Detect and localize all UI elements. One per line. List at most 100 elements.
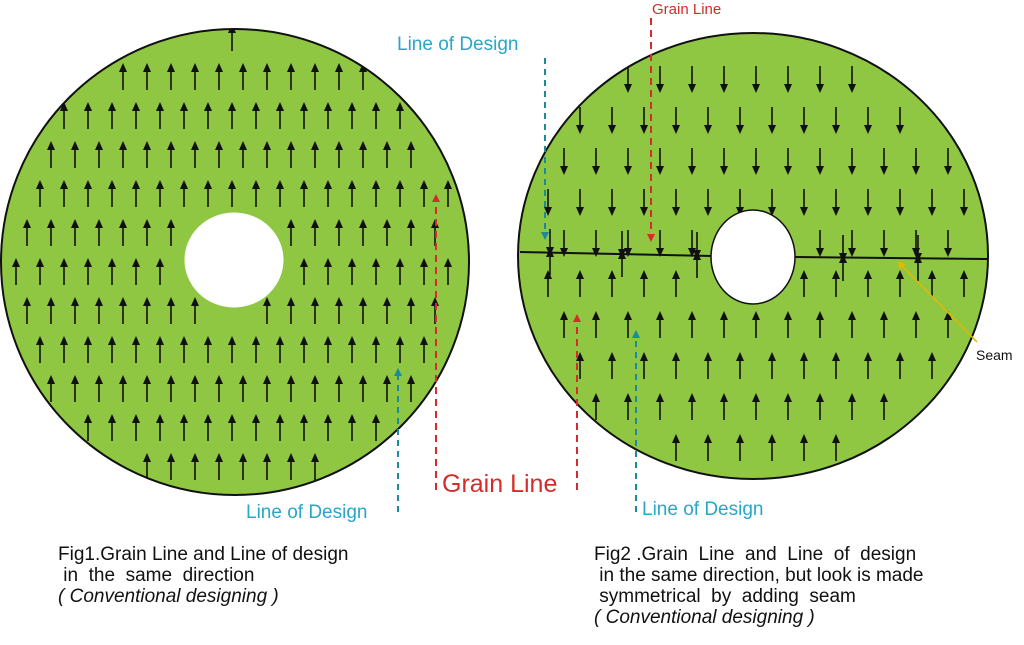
arrow-up-icon: [784, 393, 792, 420]
arrow-up-icon: [132, 258, 140, 285]
arrow-down-icon: [896, 107, 904, 134]
arrow-up-icon: [832, 270, 840, 297]
arrow-up-icon: [383, 141, 391, 168]
arrow-up-icon: [335, 63, 343, 90]
fig1-grain-line-label: Grain Line: [442, 470, 557, 498]
arrow-up-icon: [71, 375, 79, 402]
arrow-up-icon: [287, 453, 295, 480]
arrow-up-icon: [688, 311, 696, 338]
arrow-up-icon: [311, 219, 319, 246]
arrow-up-icon: [119, 219, 127, 246]
arrow-up-icon: [215, 63, 223, 90]
arrow-down-icon: [880, 230, 888, 257]
arrow-up-icon: [560, 311, 568, 338]
arrow-up-icon: [263, 453, 271, 480]
arrow-up-icon: [624, 393, 632, 420]
arrow-up-icon: [60, 336, 68, 363]
arrow-up-icon: [752, 393, 760, 420]
arrow-up-icon: [84, 180, 92, 207]
arrow-up-icon: [896, 352, 904, 379]
arrow-up-icon: [132, 180, 140, 207]
fig2-caption: Fig2 .Grain Line and Line of design in t…: [594, 544, 924, 628]
arrow-up-icon: [287, 63, 295, 90]
arrow-up-icon: [880, 311, 888, 338]
arrow-down-icon: [672, 107, 680, 134]
fig1-caption-line1: Fig1.Grain Line and Line of design: [58, 544, 349, 565]
arrow-up-icon: [928, 352, 936, 379]
arrow-up-icon: [156, 414, 164, 441]
arrow-up-icon: [228, 336, 236, 363]
arrow-up-icon: [359, 141, 367, 168]
arrow-down-icon: [592, 148, 600, 175]
arrow-up-icon: [928, 270, 936, 297]
fig1-caption-line3: ( Conventional designing ): [58, 586, 279, 607]
arrow-down-icon: [640, 107, 648, 134]
fig2-seam-pointer: [897, 261, 978, 343]
arrow-up-icon: [396, 102, 404, 129]
arrow-up-icon: [204, 180, 212, 207]
arrow-up-icon: [359, 63, 367, 90]
arrow-up-icon: [180, 414, 188, 441]
arrow-up-icon: [108, 102, 116, 129]
fig2-seam-line-right: [794, 256, 988, 260]
arrow-down-icon: [784, 66, 792, 93]
fig2-caption-line3: symmetrical by adding seam: [594, 586, 856, 607]
arrow-up-icon: [84, 102, 92, 129]
arrow-up-icon: [576, 352, 584, 379]
arrow-up-icon: [252, 102, 260, 129]
arrow-down-icon: [912, 148, 920, 175]
arrow-down-icon: [704, 189, 712, 216]
arrow-up-icon: [239, 63, 247, 90]
arrow-up-icon: [167, 375, 175, 402]
arrow-up-icon: [191, 141, 199, 168]
arrow-up-icon: [324, 414, 332, 441]
arrow-up-icon: [167, 63, 175, 90]
arrow-up-icon: [407, 141, 415, 168]
arrow-down-icon: [944, 148, 952, 175]
arrow-up-icon: [191, 63, 199, 90]
arrow-up-icon: [420, 258, 428, 285]
arrow-down-icon: [720, 66, 728, 93]
fig2-center-hole: [710, 209, 796, 305]
arrow-up-icon: [180, 180, 188, 207]
arrow-up-icon: [800, 352, 808, 379]
arrow-up-icon: [640, 352, 648, 379]
arrow-down-icon: [864, 107, 872, 134]
arrow-down-icon: [656, 66, 664, 93]
arrow-down-icon: [720, 148, 728, 175]
arrow-up-icon: [348, 180, 356, 207]
arrow-up-icon: [119, 141, 127, 168]
arrow-up-icon: [228, 414, 236, 441]
arrow-down-icon: [752, 148, 760, 175]
arrow-down-icon: [656, 230, 664, 257]
arrow-up-icon: [372, 180, 380, 207]
arrow-up-icon: [300, 336, 308, 363]
arrow-up-icon: [848, 393, 856, 420]
arrow-up-icon: [143, 141, 151, 168]
arrow-up-icon: [359, 219, 367, 246]
arrow-up-icon: [132, 414, 140, 441]
arrow-up-icon: [84, 336, 92, 363]
fig2-grain-arrows: [544, 66, 968, 461]
arrow-up-icon: [752, 311, 760, 338]
arrow-up-icon: [239, 375, 247, 402]
arrow-up-icon: [372, 258, 380, 285]
arrow-up-icon: [348, 414, 356, 441]
arrow-up-icon: [132, 336, 140, 363]
arrow-up-icon: [896, 270, 904, 297]
arrow-up-icon: [143, 297, 151, 324]
arrow-down-icon: [592, 230, 600, 257]
arrow-up-icon: [300, 258, 308, 285]
arrow-down-icon: [576, 107, 584, 134]
arrow-up-icon: [263, 297, 271, 324]
arrow-up-icon: [348, 336, 356, 363]
arrow-up-icon: [167, 219, 175, 246]
arrow-up-icon: [287, 219, 295, 246]
arrow-up-icon: [47, 375, 55, 402]
arrow-up-icon: [736, 434, 744, 461]
arrow-down-icon: [576, 189, 584, 216]
fig2-design-line-bottom-label: Line of Design: [642, 499, 763, 520]
arrow-up-icon: [276, 102, 284, 129]
arrow-up-icon: [263, 63, 271, 90]
